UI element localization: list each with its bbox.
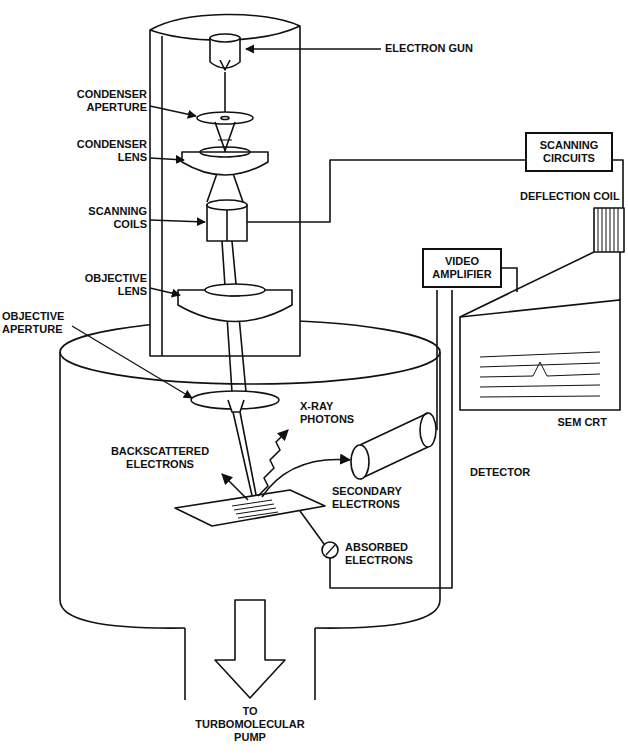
crt-screen: SEM CRT: [455, 292, 625, 442]
node-text: SCANNING CIRCUITS: [531, 139, 607, 165]
part-label: DEFLECTION COIL: [520, 190, 620, 203]
part-label-slot: ABSORBED ELECTRONS: [345, 541, 420, 567]
part-label: DETECTOR: [470, 466, 550, 479]
scan-trace: [480, 385, 600, 387]
detector: [420, 413, 436, 447]
specimen: [175, 490, 325, 526]
part-label: ABSORBED ELECTRONS: [345, 541, 420, 567]
part-label-slot: BACKSCATTERED ELECTRONS: [106, 445, 214, 471]
part-label: ELECTRON GUN: [385, 42, 505, 55]
node-text: VIDEO AMPLIFIER: [428, 255, 496, 281]
meter-needle: [326, 545, 335, 555]
scan-raster: [232, 500, 278, 518]
electron-column: [150, 14, 300, 356]
coil-slit: [226, 210, 228, 241]
condenser-lens: [200, 147, 250, 157]
crt-face: [460, 300, 620, 410]
objective-lens: [205, 284, 265, 296]
scan-trace: [480, 352, 600, 357]
part-label-slot: SCANNING COILS: [69, 205, 147, 231]
part-label: X-RAY PHOTONS: [300, 400, 362, 426]
signal-wire: [502, 268, 517, 292]
part-label-slot: CONDENSER APERTURE: [69, 88, 147, 114]
part-label: SECONDARY ELECTRONS: [332, 485, 417, 511]
pump-arrow: [215, 600, 285, 698]
part-label: OBJECTIVE LENS: [69, 272, 147, 298]
scan-wire: [247, 160, 525, 222]
leader-line: [150, 220, 205, 222]
part-label: OBJECTIVE APERTURE: [2, 310, 80, 336]
part-label-slot: SECONDARY ELECTRONS: [332, 485, 417, 511]
part-label-slot: TO TURBOMOLECULAR PUMP: [195, 705, 305, 744]
electron-beam: [224, 72, 226, 112]
process-box: SCANNING CIRCUITS: [525, 132, 613, 172]
part-label-slot: DEFLECTION COIL: [520, 190, 620, 203]
part-label: BACKSCATTERED ELECTRONS: [106, 445, 214, 471]
deflection-coil: [594, 208, 624, 252]
detector-wire: [436, 290, 438, 430]
leader-line: [150, 106, 196, 116]
part-label-slot: DETECTOR: [470, 466, 550, 479]
coil-winding: [598, 208, 618, 252]
condenser-aperture: [197, 112, 253, 124]
detector: [351, 445, 369, 479]
backscatter-arrow: [222, 474, 248, 500]
leader-line: [72, 326, 192, 398]
leader-line: [150, 288, 180, 295]
part-label: CONDENSER LENS: [69, 138, 147, 164]
scanning-coils: [207, 205, 247, 241]
electron-beam: [218, 140, 232, 141]
filament: [220, 60, 230, 70]
chamber-wall: [60, 352, 440, 600]
current-meter: [322, 542, 338, 558]
node-text: SEM CRT: [455, 416, 607, 429]
leader-line: [246, 48, 381, 49]
process-box: VIDEO AMPLIFIER: [422, 248, 502, 288]
chamber-rim: [60, 352, 440, 384]
part-label: TO TURBOMOLECULAR PUMP: [195, 705, 305, 744]
scan-trace: [480, 362, 600, 377]
part-label-slot: CONDENSER LENS: [69, 138, 147, 164]
part-label-slot: ELECTRON GUN: [385, 42, 505, 55]
electron-beam: [233, 412, 257, 500]
part-label: CONDENSER APERTURE: [69, 88, 147, 114]
detector: [360, 413, 428, 479]
scan-trace: [480, 396, 600, 397]
part-label-slot: OBJECTIVE APERTURE: [2, 310, 80, 336]
electron-gun: [210, 34, 240, 42]
objective-aperture: [228, 400, 244, 412]
column-wall: [161, 36, 163, 356]
xray-arrow: [258, 430, 288, 496]
condenser-lens: [182, 152, 268, 175]
scan-trace: [480, 363, 600, 367]
scanning-coils: [207, 200, 247, 210]
aperture-hole: [221, 117, 229, 120]
part-label: SCANNING COILS: [69, 205, 147, 231]
leader-line: [150, 158, 184, 160]
electron-beam: [230, 296, 240, 297]
absorbed-wire: [300, 511, 324, 544]
part-label-slot: OBJECTIVE LENS: [69, 272, 147, 298]
part-label-slot: X-RAY PHOTONS: [300, 400, 362, 426]
absorbed-wire: [330, 290, 452, 588]
